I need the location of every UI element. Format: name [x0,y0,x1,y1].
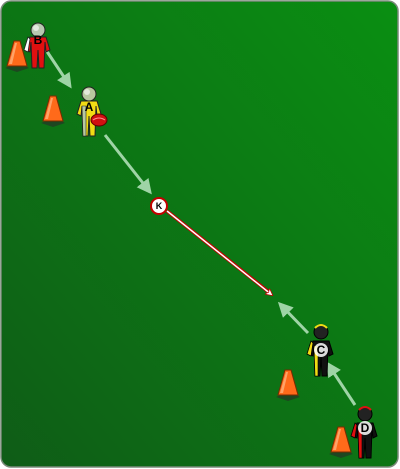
kick-marker: K [150,197,168,215]
cone [276,369,300,401]
cone [5,40,29,72]
player-c-label: C [317,343,326,357]
player-d-label: D [361,421,370,435]
player-d: D [350,406,378,459]
kick-arrow [166,210,272,295]
player-b-label: B [34,33,43,47]
run-arrow-a-to-k [103,134,152,195]
player-b: B [23,22,51,69]
player-a-label: A [85,100,94,114]
run-arrow-b-to-a [44,49,72,89]
cone [329,426,353,458]
run-arrow-c-to-kick [277,301,310,335]
player-a: A [76,86,108,137]
player-c: C [306,324,334,377]
run-arrow-d-to-c [326,361,357,406]
cone [41,95,65,127]
kick-marker-label: K [156,201,163,211]
ball [90,113,108,127]
